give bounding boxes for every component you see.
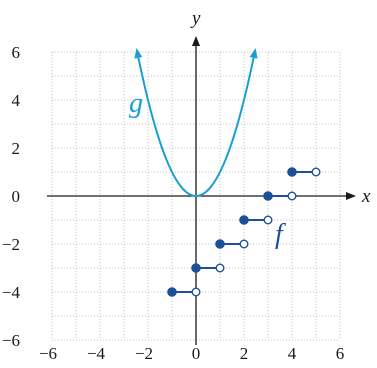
- y-tick-label: 2: [12, 139, 21, 158]
- series-g: [134, 48, 258, 198]
- series-f-closed-point: [191, 263, 201, 273]
- y-tick-label: −2: [2, 235, 20, 254]
- series-f-open-point: [215, 263, 225, 273]
- x-tick-label: −2: [135, 344, 153, 363]
- x-tick-label: 0: [192, 344, 201, 363]
- series-f-closed-point: [167, 287, 177, 297]
- series-label-g: g: [129, 88, 143, 119]
- x-tick-label: 6: [336, 344, 345, 363]
- x-axis-label: x: [361, 186, 371, 207]
- series-g-arrow: [249, 48, 258, 59]
- tick-labels: −6 −4 −2 0 2 4 6 −6 −4 −2 0 2 4 6: [2, 43, 344, 363]
- x-tick-label: −4: [87, 344, 106, 363]
- series-f: [167, 167, 321, 297]
- y-tick-label: −4: [2, 283, 21, 302]
- y-tick-label: −6: [2, 331, 20, 350]
- x-tick-label: 2: [240, 344, 249, 363]
- series-g-curve: [136, 51, 256, 198]
- series-f-open-point: [311, 167, 321, 177]
- y-tick-label: 6: [12, 43, 21, 62]
- y-axis-label: y: [190, 8, 201, 29]
- axes: [47, 36, 356, 345]
- x-tick-label: 4: [288, 344, 297, 363]
- y-tick-label: 0: [12, 187, 21, 206]
- series-g-arrow: [134, 48, 143, 59]
- y-tick-label: 4: [12, 91, 21, 110]
- series-f-open-point: [287, 191, 297, 201]
- x-tick-label: −6: [39, 344, 57, 363]
- series-f-closed-point: [215, 239, 225, 249]
- series-f-open-point: [263, 215, 273, 225]
- series-f-closed-point: [263, 191, 273, 201]
- series-f-closed-point: [287, 167, 297, 177]
- series-label-f: f: [275, 219, 286, 250]
- series-f-open-point: [191, 287, 201, 297]
- series-f-closed-point: [239, 215, 249, 225]
- series-f-open-point: [239, 239, 249, 249]
- y-axis-arrow: [192, 36, 200, 46]
- x-axis-arrow: [346, 192, 356, 200]
